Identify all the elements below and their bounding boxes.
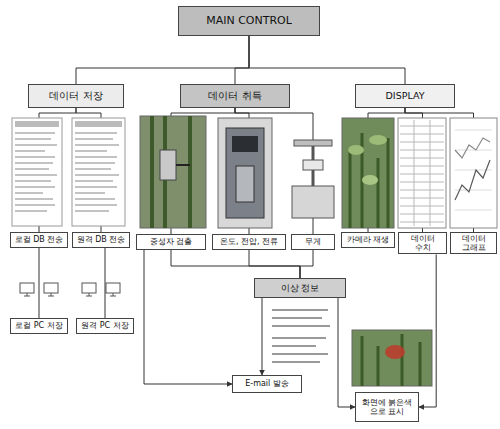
node-label: 데이터 그래프 xyxy=(454,234,493,252)
connector xyxy=(300,250,313,278)
graph-screen xyxy=(450,118,497,228)
document-lines xyxy=(15,133,57,211)
leaf xyxy=(362,175,378,185)
plant-stems xyxy=(152,116,190,228)
connector xyxy=(249,250,300,278)
document-lines xyxy=(75,133,119,211)
stem-photo xyxy=(140,116,206,228)
document-header xyxy=(15,121,59,127)
label-box: 온도, 전압, 전류 xyxy=(212,234,286,250)
email-message xyxy=(272,310,330,362)
connector xyxy=(105,248,106,318)
label-box: 화면에 붉은색 으로 표시 xyxy=(355,392,419,422)
category-box: 데이터 저장 xyxy=(28,84,124,108)
connector xyxy=(171,250,300,278)
monitor xyxy=(44,283,58,293)
connector xyxy=(39,248,40,318)
alert-box: 이상 정보 xyxy=(254,278,346,298)
node-label: 원격 PC 저장 xyxy=(81,321,129,330)
label-box: 원격 DB 전송 xyxy=(72,232,130,248)
node-label: 데이터 취득 xyxy=(208,91,261,102)
photo-frame xyxy=(140,116,206,228)
meter-photo xyxy=(218,118,272,228)
pc-icon xyxy=(20,283,120,296)
label-box: 로컬 PC 저장 xyxy=(10,318,68,334)
category-box: DISPLAY xyxy=(355,84,455,108)
node-label: 이상 정보 xyxy=(281,283,320,293)
connector xyxy=(235,36,249,84)
data-table-screen xyxy=(398,118,446,228)
monitor xyxy=(20,283,34,293)
node-label: 화면에 붉은색 으로 표시 xyxy=(359,398,415,416)
label-box: 로컬 DB 전송 xyxy=(10,232,68,248)
node-label: E-mail 발송 xyxy=(245,379,289,388)
table-grid xyxy=(400,120,444,226)
node-label: 온도, 전압, 전류 xyxy=(220,237,278,246)
connector xyxy=(249,36,405,84)
leaf xyxy=(348,145,364,155)
screen-frame xyxy=(398,118,446,228)
label-box: 카메라 재생 xyxy=(341,232,395,248)
node-label: 데이터 저장 xyxy=(49,91,102,102)
monitor xyxy=(82,283,96,293)
main-control-box: MAIN CONTROL xyxy=(178,6,320,36)
graph-grid xyxy=(455,130,492,210)
label-box: E-mail 발송 xyxy=(232,375,302,393)
monitor-stand xyxy=(86,293,92,296)
monitor-stand xyxy=(48,293,54,296)
connector xyxy=(76,36,249,84)
scale-display xyxy=(303,160,323,170)
node-label: DISPLAY xyxy=(386,91,425,102)
node-label: 무게 xyxy=(305,237,321,246)
node-label: 로컬 PC 저장 xyxy=(15,321,63,330)
message-lines xyxy=(272,310,330,362)
label-box: 데이터 그래프 xyxy=(450,232,497,254)
meter-panel xyxy=(236,166,254,202)
graph-line xyxy=(455,160,490,200)
plant-stems xyxy=(362,334,420,386)
node-label: 원격 DB 전송 xyxy=(77,235,126,244)
monitor-stand xyxy=(24,293,30,296)
document-thumbnail xyxy=(12,118,62,226)
connector xyxy=(262,298,263,375)
screen-frame xyxy=(450,118,497,228)
category-box: 데이터 취득 xyxy=(180,84,290,108)
camera-photo xyxy=(342,118,394,228)
monitor xyxy=(106,283,120,293)
document-page xyxy=(12,118,62,226)
node-label: 중성자 검출 xyxy=(150,237,193,246)
document-page xyxy=(72,118,125,226)
label-box: 중성자 검출 xyxy=(136,234,206,250)
label-box: 원격 PC 저장 xyxy=(76,318,134,334)
node-label: 카메라 재생 xyxy=(347,235,390,244)
monitor-stand xyxy=(110,293,116,296)
sensor xyxy=(160,150,176,180)
node-label: 로컬 DB 전송 xyxy=(15,235,64,244)
meter-display xyxy=(232,136,258,152)
meter-body xyxy=(226,128,264,218)
scale-illustration xyxy=(292,140,334,218)
scale-base xyxy=(292,186,334,218)
alarm-display-photo xyxy=(352,330,432,386)
photo-frame xyxy=(342,118,394,228)
graph-line xyxy=(455,138,490,158)
node-label: 데이터 수치 xyxy=(402,234,443,252)
photo-frame xyxy=(218,118,272,228)
photo-frame xyxy=(352,330,432,386)
node-label: MAIN CONTROL xyxy=(206,15,292,28)
leaf xyxy=(369,135,387,145)
scale-plate xyxy=(294,140,332,146)
document-header xyxy=(75,121,122,127)
label-box: 무게 xyxy=(291,234,335,250)
red-marking xyxy=(385,345,405,359)
sensor-cable xyxy=(176,164,190,166)
label-box: 데이터 수치 xyxy=(398,232,447,254)
connector xyxy=(144,250,232,384)
document-thumbnail xyxy=(72,118,125,226)
